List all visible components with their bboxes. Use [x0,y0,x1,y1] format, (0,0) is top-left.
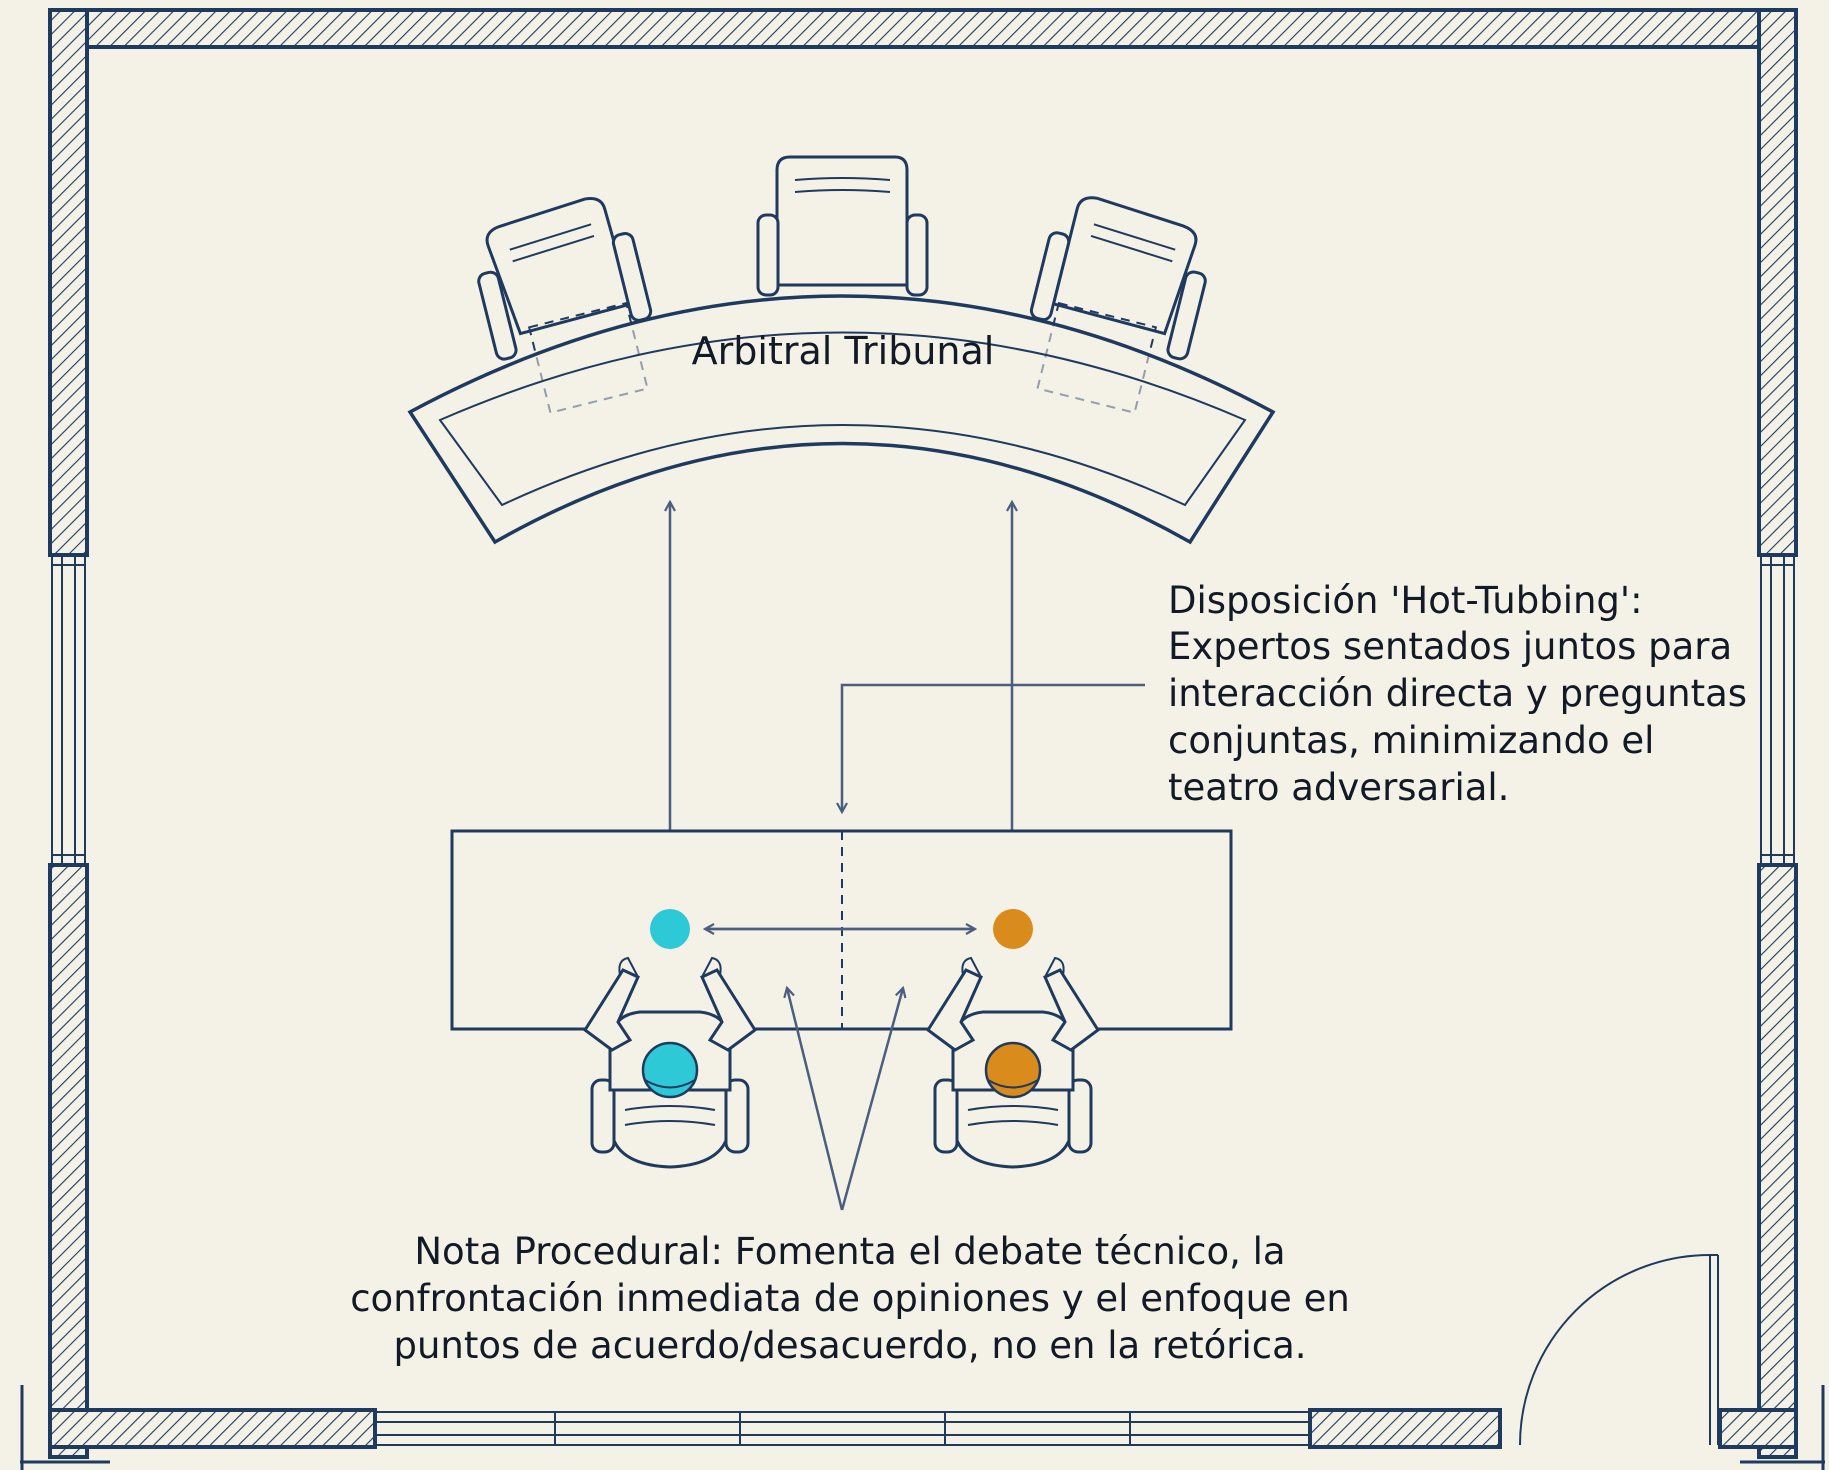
window-bottom [374,1411,1311,1446]
tribunal-label: Arbitral Tribunal [692,329,995,373]
window-right [1760,554,1795,866]
wall-bottom-corner [1718,1408,1798,1449]
wall-left-lower [48,863,89,1459]
tribunal-chair-left [477,197,653,414]
hot-tubbing-line-2: Expertos sentados juntos para [1168,625,1732,668]
tribunal-desk [407,294,1276,545]
hot-tubbing-line-3: interacción directa y preguntas [1168,672,1747,715]
window-left [51,554,86,866]
wall-bottom-left [48,1408,377,1449]
procedural-line-2: confrontación inmediata de opiniones y e… [350,1277,1350,1320]
wall-left-upper [48,8,89,557]
wall-right-upper [1757,8,1798,557]
tribunal-chair-right [1029,196,1207,414]
site-edges [20,1385,1825,1470]
procedural-note-pointer [787,988,903,1211]
tribunal-chair-center [756,155,929,297]
procedural-line-3: puntos de acuerdo/desacuerdo, no en la r… [393,1324,1306,1367]
wall-right-lower [1757,863,1798,1459]
expert-left-figure [582,956,758,1169]
door [1519,1254,1719,1446]
hot-tubbing-line-4: conjuntas, minimizando el [1168,719,1654,762]
procedural-line-1: Nota Procedural: Fomenta el debate técni… [414,1230,1285,1273]
hot-tubbing-leader [842,683,1145,812]
expert-left-seat-dot [650,909,690,949]
hot-tubbing-line-1: Disposición 'Hot-Tubbing': [1168,579,1643,622]
wall-bottom-right [1308,1408,1502,1449]
expert-right-figure [925,956,1101,1169]
hot-tubbing-line-5: teatro adversarial. [1168,766,1509,809]
hot-tubbing-note: Disposición 'Hot-Tubbing': Expertos sent… [1150,570,1750,810]
wall-top [48,8,1798,49]
expert-right-seat-dot [993,909,1033,949]
arrows-to-tribunal [670,502,1012,892]
procedural-note: Nota Procedural: Fomenta el debate técni… [350,1230,1350,1367]
